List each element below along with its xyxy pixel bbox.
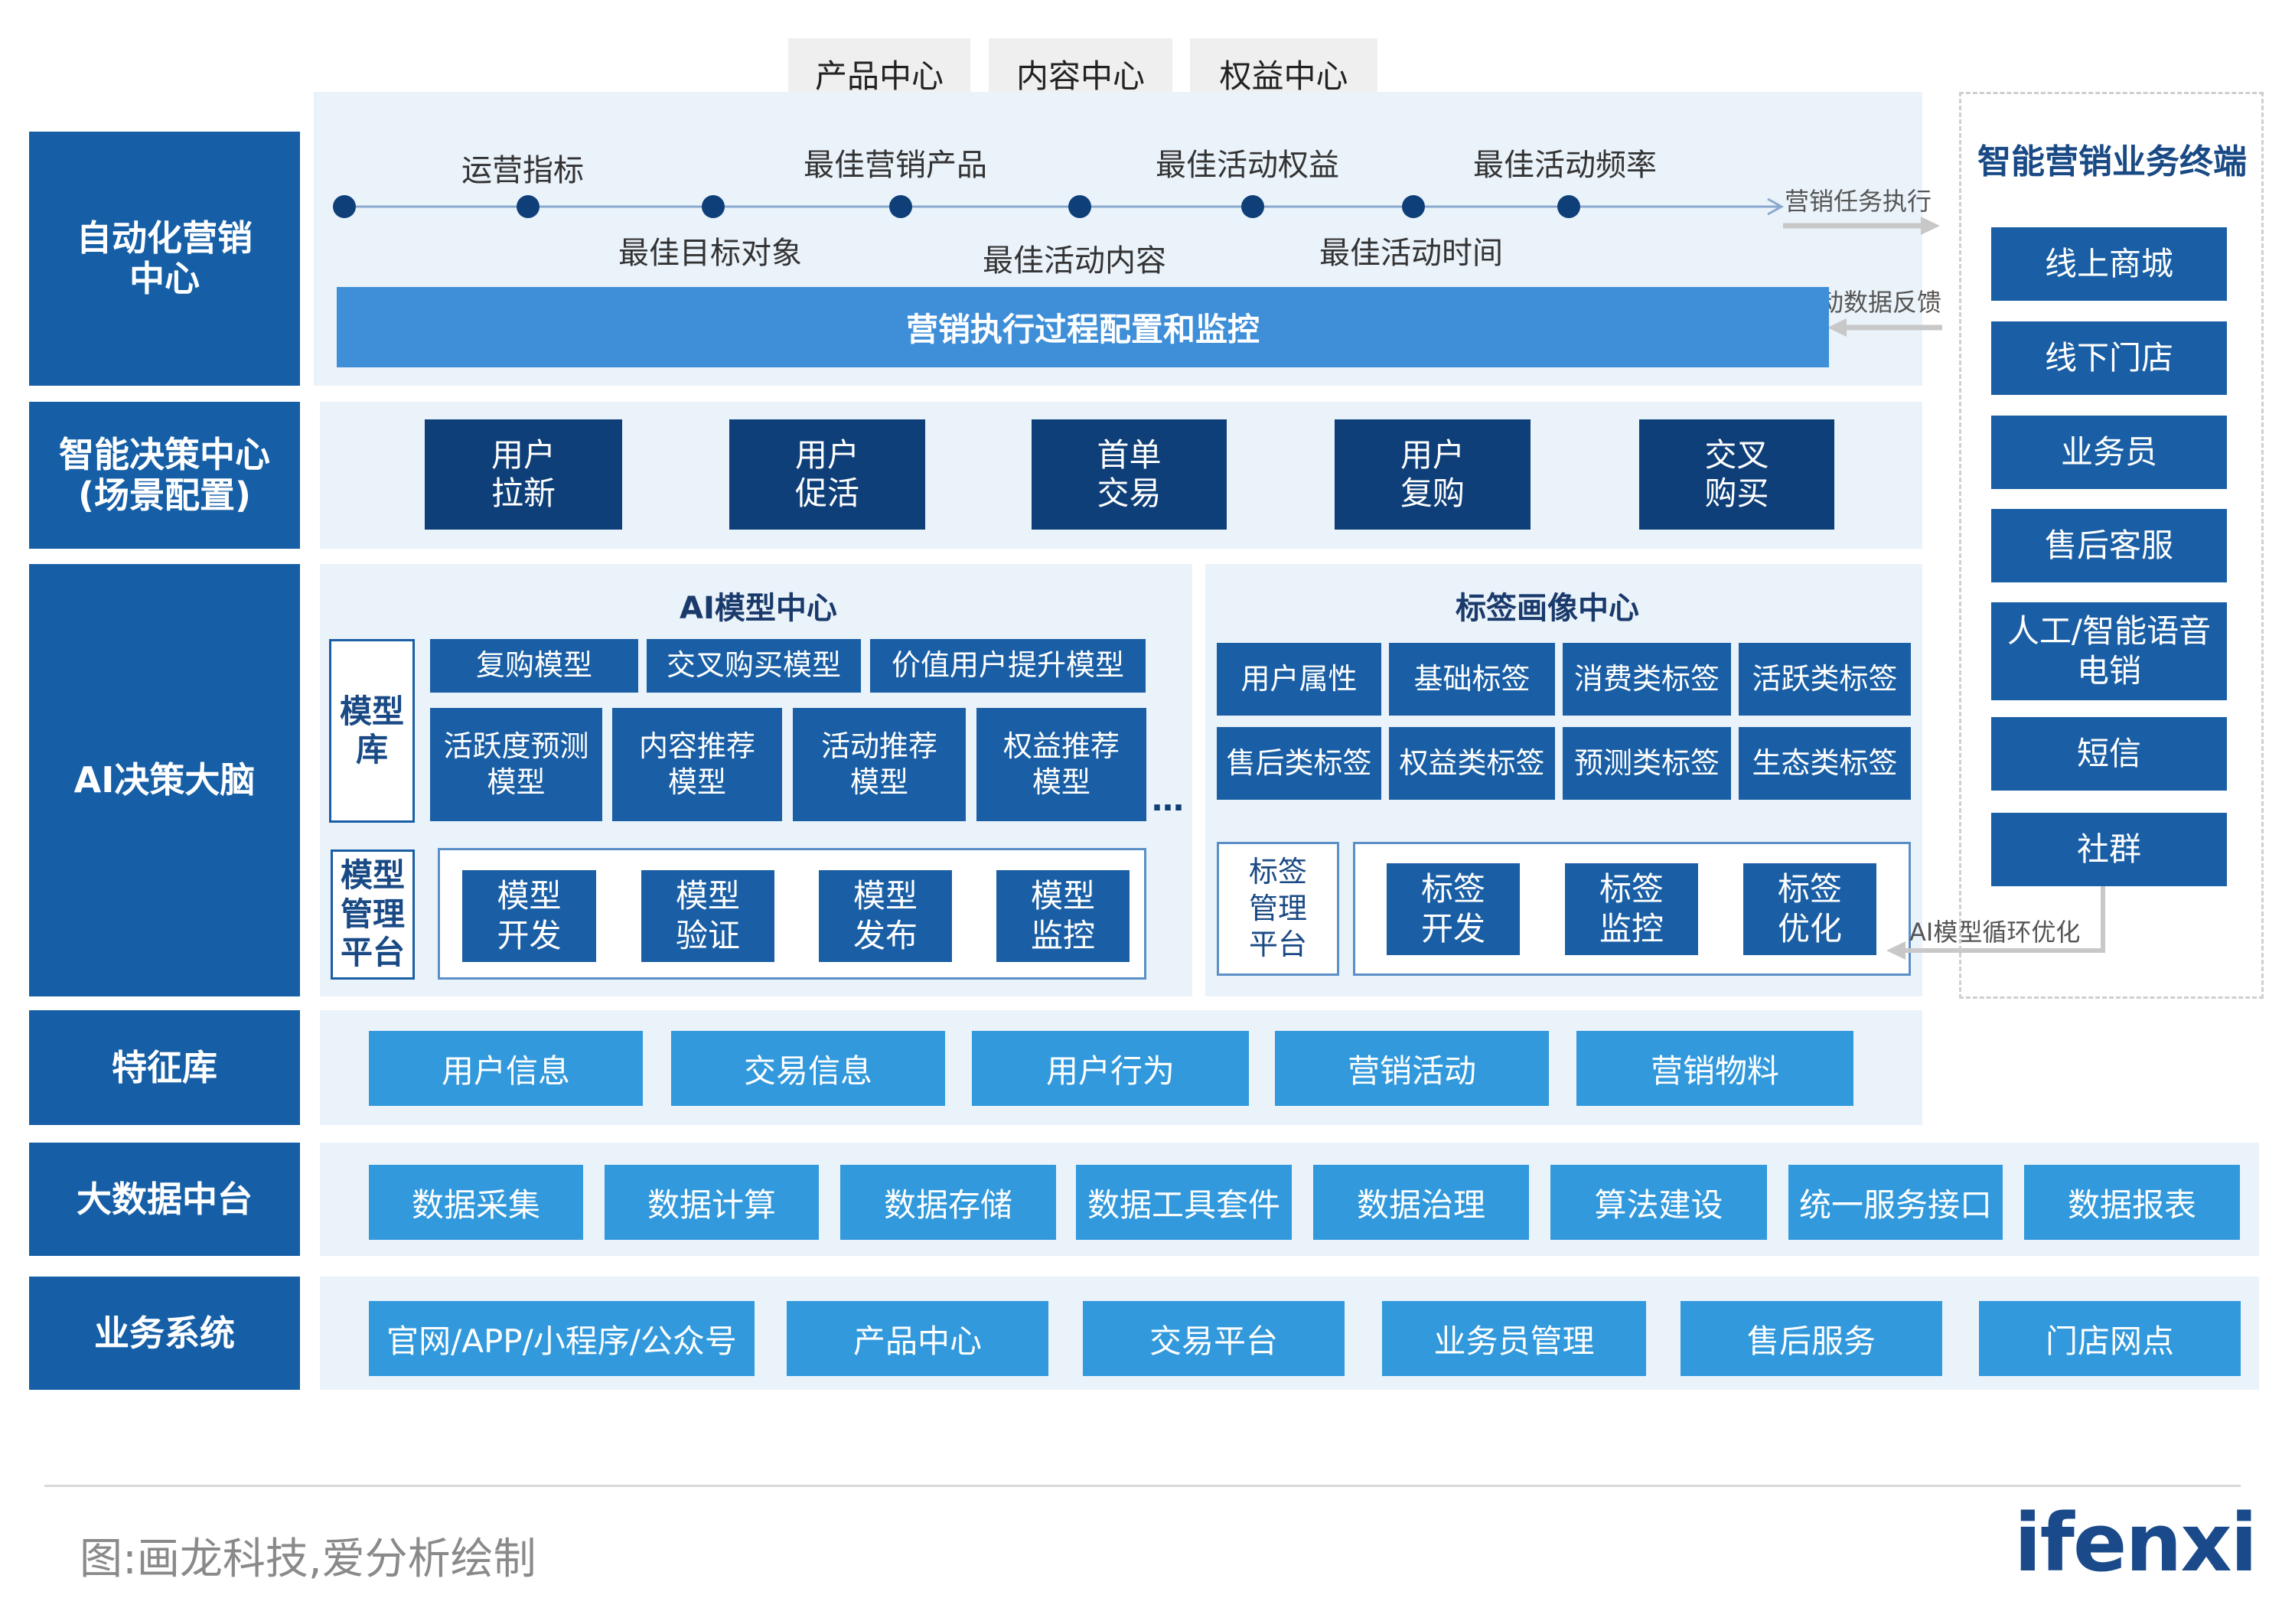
feedback-arrow bbox=[1827, 318, 1942, 337]
terminal-title: 智能营销业务终端 bbox=[1977, 142, 2247, 181]
scenario-cross-sell: 交叉 购买 bbox=[1639, 419, 1834, 530]
timeline-label-best-time: 最佳活动时间 bbox=[1319, 236, 1503, 271]
model-cross-sell: 交叉购买模型 bbox=[647, 639, 861, 693]
loop-arrow bbox=[1886, 880, 2105, 960]
scenario-new-user: 用户 拉新 bbox=[425, 419, 622, 530]
tag-center-title: 标签画像中心 bbox=[1456, 591, 1639, 626]
decision-center-label: 智能决策中心 (场景配置) bbox=[29, 402, 300, 549]
feature-campaign: 营销活动 bbox=[1275, 1031, 1549, 1106]
timeline-dot bbox=[702, 195, 725, 218]
timeline-dot bbox=[1241, 195, 1264, 218]
timeline-dot bbox=[1068, 195, 1091, 218]
timeline-label-best-target: 最佳目标对象 bbox=[618, 236, 802, 271]
model-content-recommend: 内容推荐 模型 bbox=[612, 708, 782, 821]
data-governance: 数据治理 bbox=[1313, 1165, 1529, 1240]
model-activity-predict: 活跃度预测 模型 bbox=[430, 708, 602, 821]
source-caption: 图:画龙科技,爱分析绘制 bbox=[80, 1534, 536, 1584]
terminal-salesperson: 业务员 bbox=[1991, 416, 2227, 489]
biz-channels: 官网/APP/小程序/公众号 bbox=[369, 1301, 755, 1376]
timeline-line bbox=[344, 197, 1785, 216]
terminal-after-sales: 售后客服 bbox=[1991, 509, 2227, 582]
algorithm-building: 算法建设 bbox=[1550, 1165, 1767, 1240]
tag-monitor: 标签 监控 bbox=[1565, 863, 1698, 955]
terminal-sms: 短信 bbox=[1991, 717, 2227, 791]
execution-monitor-bar: 营销执行过程配置和监控 bbox=[337, 287, 1829, 367]
model-campaign-recommend: 活动推荐 模型 bbox=[793, 708, 966, 821]
timeline-label-best-product: 最佳营销产品 bbox=[804, 148, 987, 183]
feature-user-info: 用户信息 bbox=[369, 1031, 643, 1106]
feature-materials: 营销物料 bbox=[1576, 1031, 1853, 1106]
terminal-community: 社群 bbox=[1991, 813, 2227, 886]
timeline-label-ops-metrics: 运营指标 bbox=[461, 153, 584, 188]
data-tool-suite: 数据工具套件 bbox=[1076, 1165, 1292, 1240]
task-exec-label: 营销任务执行 bbox=[1785, 187, 1932, 216]
model-mgmt-label: 模型 管理 平台 bbox=[331, 850, 415, 980]
tag-ecosystem: 生态类标签 bbox=[1739, 727, 1911, 800]
tag-optimize: 标签 优化 bbox=[1743, 863, 1876, 955]
scenario-activate: 用户 促活 bbox=[729, 419, 925, 530]
terminal-offline-store: 线下门店 bbox=[1991, 321, 2227, 395]
data-storage: 数据存储 bbox=[840, 1165, 1056, 1240]
terminal-telesales: 人工/智能语音 电销 bbox=[1991, 602, 2227, 700]
model-library-label: 模型 库 bbox=[329, 639, 415, 823]
scenario-first-order: 首单 交易 bbox=[1032, 419, 1227, 530]
unified-service-api: 统一服务接口 bbox=[1788, 1165, 2003, 1240]
tag-user-attr: 用户属性 bbox=[1217, 643, 1381, 716]
task-exec-arrow bbox=[1783, 217, 1940, 235]
model-rights-recommend: 权益推荐 模型 bbox=[976, 708, 1146, 821]
loop-label: AI模型循环优化 bbox=[1909, 918, 2081, 947]
scenario-repurchase: 用户 复购 bbox=[1335, 419, 1531, 530]
timeline-label-best-rights: 最佳活动权益 bbox=[1156, 148, 1339, 183]
model-monitor: 模型 监控 bbox=[996, 870, 1130, 962]
data-collection: 数据采集 bbox=[369, 1165, 583, 1240]
business-systems-label: 业务系统 bbox=[29, 1277, 300, 1390]
tag-after-sales: 售后类标签 bbox=[1217, 727, 1381, 800]
tag-mgmt-label: 标签 管理 平台 bbox=[1217, 842, 1339, 976]
ifenxi-logo: ifenxi bbox=[2014, 1496, 2258, 1590]
big-data-label: 大数据中台 bbox=[29, 1143, 300, 1256]
biz-product-center: 产品中心 bbox=[787, 1301, 1048, 1376]
timeline-dot bbox=[1402, 195, 1425, 218]
timeline-label-best-content: 最佳活动内容 bbox=[983, 243, 1166, 279]
model-value-user: 价值用户提升模型 bbox=[870, 639, 1146, 693]
timeline-dot bbox=[517, 195, 540, 218]
timeline-dot bbox=[889, 195, 912, 218]
model-repurchase: 复购模型 bbox=[430, 639, 638, 693]
more-ellipsis: … bbox=[1152, 781, 1184, 818]
automation-center-label: 自动化营销 中心 bbox=[29, 132, 300, 386]
footer-divider bbox=[44, 1485, 2241, 1487]
data-compute: 数据计算 bbox=[605, 1165, 819, 1240]
feature-user-behavior: 用户行为 bbox=[972, 1031, 1249, 1106]
feature-store-label: 特征库 bbox=[29, 1010, 300, 1125]
data-reports: 数据报表 bbox=[2024, 1165, 2240, 1240]
biz-trading-platform: 交易平台 bbox=[1083, 1301, 1345, 1376]
biz-store-network: 门店网点 bbox=[1979, 1301, 2241, 1376]
terminal-online-mall: 线上商城 bbox=[1991, 227, 2227, 301]
timeline-dot bbox=[1557, 195, 1580, 218]
tag-basic: 基础标签 bbox=[1389, 643, 1555, 716]
tag-rights: 权益类标签 bbox=[1389, 727, 1555, 800]
terminal-frame bbox=[1959, 92, 2264, 999]
biz-after-sales: 售后服务 bbox=[1681, 1301, 1942, 1376]
feature-transaction-info: 交易信息 bbox=[671, 1031, 945, 1106]
model-release: 模型 发布 bbox=[819, 870, 952, 962]
timeline-dot bbox=[333, 195, 356, 218]
tag-consumption: 消费类标签 bbox=[1563, 643, 1731, 716]
tag-develop: 标签 开发 bbox=[1387, 863, 1520, 955]
timeline-label-best-frequency: 最佳活动频率 bbox=[1473, 148, 1657, 183]
model-validate: 模型 验证 bbox=[641, 870, 774, 962]
biz-salesperson-mgmt: 业务员管理 bbox=[1382, 1301, 1646, 1376]
tag-activity: 活跃类标签 bbox=[1739, 643, 1911, 716]
model-develop: 模型 开发 bbox=[462, 870, 596, 962]
ai-model-center-title: AI模型中心 bbox=[680, 591, 837, 626]
tag-prediction: 预测类标签 bbox=[1563, 727, 1731, 800]
ai-brain-label: AI决策大脑 bbox=[29, 564, 300, 996]
